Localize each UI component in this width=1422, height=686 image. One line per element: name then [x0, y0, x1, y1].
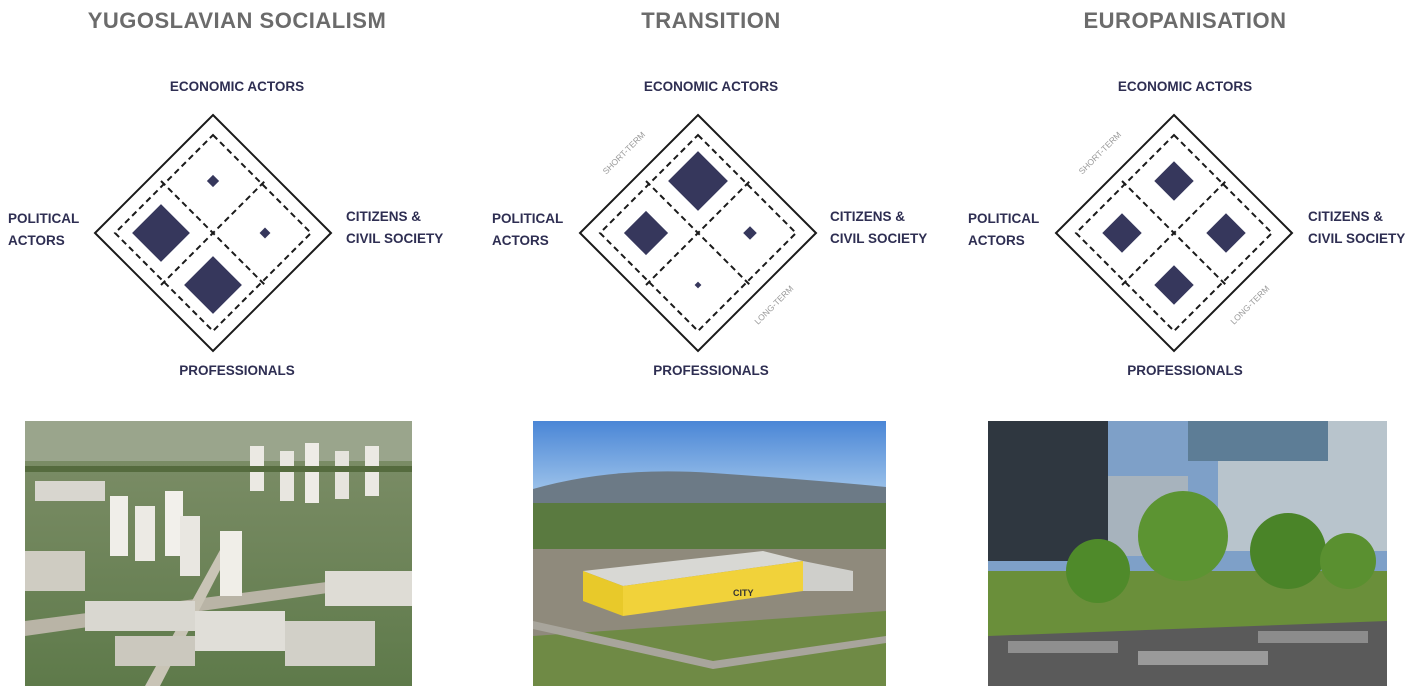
outer-frame — [1054, 113, 1294, 353]
actor-diagram — [93, 113, 333, 353]
panel-title: TRANSITION — [641, 8, 781, 33]
weight-square-citizens — [1206, 213, 1246, 253]
housing-estate-image — [25, 421, 412, 686]
inner-frame — [113, 133, 313, 333]
label-citizens-civil-society: CITIZENS &CIVIL SOCIETY — [830, 209, 928, 246]
weight-square-professionals — [1154, 265, 1194, 305]
weight-square-professionals — [694, 281, 702, 289]
photo-housing-estate — [25, 421, 412, 686]
label-professionals: PROFESSIONALS — [653, 363, 769, 378]
weight-square-political — [1102, 213, 1142, 253]
weight-square-economic — [668, 151, 728, 211]
label-economic-actors: ECONOMIC ACTORS — [1117, 79, 1253, 94]
outer-frame — [578, 113, 818, 353]
divider-line — [1121, 180, 1227, 286]
weight-square-economic — [1154, 161, 1194, 201]
photo-urban-park — [988, 421, 1387, 686]
axis-short-term: SHORT-TERM — [601, 130, 648, 177]
shopping-mall-image: CITY — [533, 421, 886, 686]
weight-square-economic — [206, 174, 220, 188]
label-economic-actors: ECONOMIC ACTORS — [169, 79, 305, 94]
divider-line — [645, 180, 751, 286]
weight-square-political — [132, 204, 190, 262]
urban-park-image — [988, 421, 1387, 686]
weight-square-professionals — [184, 256, 242, 314]
divider-line — [160, 180, 266, 286]
label-professionals: PROFESSIONALS — [179, 363, 295, 378]
weight-square-citizens — [259, 227, 271, 239]
inner-frame — [1074, 133, 1274, 333]
panel-yugoslavian-socialism: YUGOSLAVIAN SOCIALISM ECONOMIC ACTORS PO… — [0, 0, 474, 686]
label-citizens-civil-society: CITIZENS &CIVIL SOCIETY — [346, 209, 444, 246]
weight-square-citizens — [743, 226, 757, 240]
weight-square-political — [623, 210, 669, 256]
panel-title: YUGOSLAVIAN SOCIALISM — [87, 8, 387, 33]
panel-europanisation: EUROPANISATION ECONOMIC ACTORS POLITICAL… — [948, 0, 1422, 686]
outer-frame — [93, 113, 333, 353]
label-citizens-civil-society: CITIZENS &CIVIL SOCIETY — [1308, 209, 1406, 246]
axis-short-term: SHORT-TERM — [1077, 130, 1124, 177]
svg-text:CITY: CITY — [733, 588, 754, 598]
inner-frame — [598, 133, 798, 333]
label-professionals: PROFESSIONALS — [1127, 363, 1243, 378]
panel-title: EUROPANISATION — [1083, 8, 1287, 33]
label-economic-actors: ECONOMIC ACTORS — [643, 79, 779, 94]
photo-shopping-mall: CITY — [533, 421, 886, 686]
